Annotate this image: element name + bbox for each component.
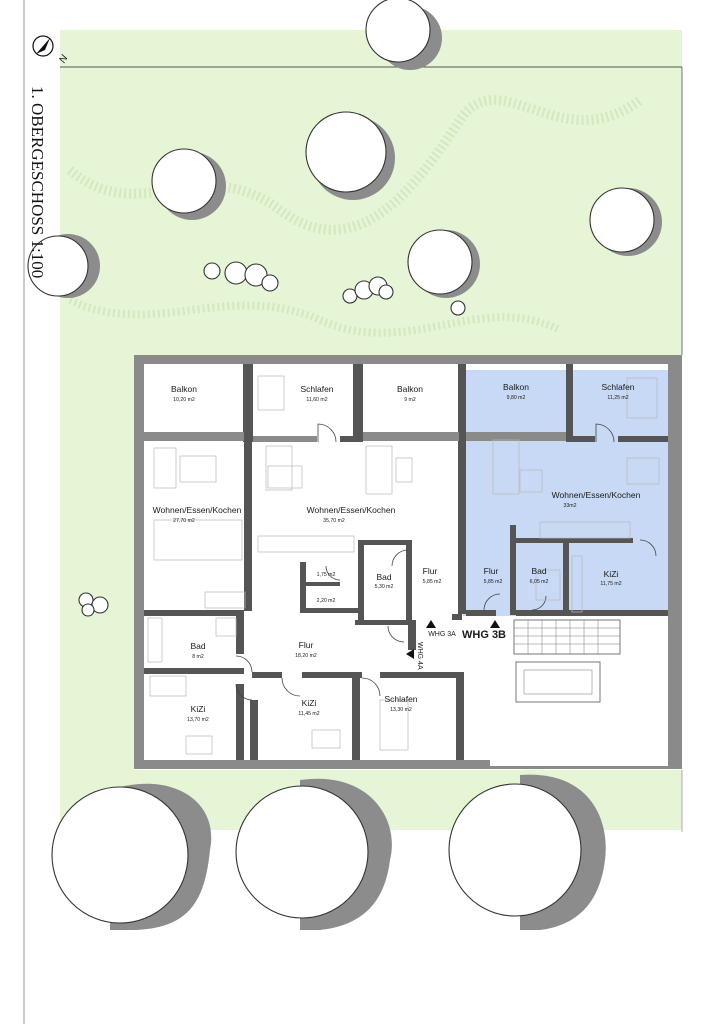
room-name: KiZi <box>604 569 619 579</box>
outer-wall-top <box>134 355 682 364</box>
room-name: Bad <box>531 566 546 576</box>
wall <box>358 540 364 620</box>
wall <box>566 364 573 442</box>
wall <box>244 441 252 611</box>
wall <box>243 364 253 442</box>
room-name: Schlafen <box>601 382 634 392</box>
wall <box>300 582 340 586</box>
room-area: 35,70 m2 <box>323 518 345 524</box>
room-name: Wohnen/Essen/Kochen <box>307 505 396 515</box>
wall <box>355 620 410 625</box>
wall <box>358 540 410 545</box>
room-area: 9,80 m2 <box>507 395 526 401</box>
room-name: Wohnen/Essen/Kochen <box>552 490 641 500</box>
room-area: 27,70 m2 <box>173 518 195 524</box>
door-swings <box>235 423 657 701</box>
room-area: 18,20 m2 <box>295 653 317 659</box>
outer-wall-bottom <box>134 760 490 769</box>
room-name: Flur <box>299 640 314 650</box>
room-area: 5,85 m2 <box>423 579 442 585</box>
entrance-label-3a: WHG 3A <box>428 631 456 638</box>
entrance-label-4a: WHG 4A <box>416 642 423 670</box>
room-name: Flur <box>423 566 438 576</box>
wall <box>352 672 360 760</box>
wall <box>144 610 244 616</box>
wall <box>406 540 412 620</box>
room-name: Bad <box>376 572 391 582</box>
room-labels: Balkon 10,20 m2 Schlafen 11,60 m2 Balkon… <box>153 382 641 723</box>
wall <box>144 668 244 674</box>
room-area: 2,20 m2 <box>317 598 336 604</box>
room-area: 5,85 m2 <box>484 579 503 585</box>
room-name: Balkon <box>171 384 197 394</box>
room-name: Bad <box>190 641 205 651</box>
wall <box>618 436 668 442</box>
room-name: KiZi <box>191 704 206 714</box>
room-area: 13,30 m2 <box>390 707 412 713</box>
entrance-arrow-3a <box>426 620 436 628</box>
room-area: 11,75 m2 <box>600 581 621 587</box>
room-area: 11,60 m2 <box>306 397 327 403</box>
wall <box>573 436 595 442</box>
plan-title: 1. OBERGESCHOSS 1:100 <box>28 86 47 278</box>
wall <box>300 562 306 612</box>
room-area: 1,75 m2 <box>317 572 336 578</box>
outer-wall-left <box>134 355 144 769</box>
wall <box>380 672 458 678</box>
room-name: KiZi <box>302 698 317 708</box>
wall <box>363 432 459 441</box>
wall <box>300 608 358 613</box>
room-area: 9 m2 <box>404 397 416 403</box>
wall <box>466 432 566 441</box>
wall <box>516 610 668 616</box>
wall <box>340 436 354 442</box>
wall <box>452 614 462 620</box>
wall <box>510 538 565 543</box>
room-area: 11,25 m2 <box>607 395 628 401</box>
room-area: 13,70 m2 <box>187 717 209 723</box>
entrance-label-3b: WHG 3B <box>462 629 506 641</box>
room-name: Balkon <box>397 384 423 394</box>
wall <box>458 364 466 614</box>
room-area: 6,05 m2 <box>530 579 549 585</box>
wall <box>466 610 496 616</box>
outer-wall-right <box>668 355 682 769</box>
room-name: Schlafen <box>300 384 333 394</box>
entrance-arrow-3b <box>490 620 500 628</box>
north-arrow <box>32 35 54 57</box>
staircase <box>513 619 621 703</box>
room-area: 8 m2 <box>192 654 204 660</box>
wall <box>250 700 258 760</box>
wall <box>236 684 244 760</box>
wall <box>252 672 282 678</box>
wall <box>253 436 317 442</box>
room-name: Schlafen <box>384 694 417 704</box>
room-area: 5,30 m2 <box>375 584 394 590</box>
wall <box>569 538 633 543</box>
wall <box>456 672 464 760</box>
wall <box>144 432 244 441</box>
wall <box>353 364 363 442</box>
wall <box>563 538 569 616</box>
outer-wall-bottom-right <box>490 766 682 769</box>
room-area: 11,45 m2 <box>298 711 319 717</box>
room-area: 10,20 m2 <box>173 397 195 403</box>
furniture <box>147 375 660 755</box>
wall <box>510 525 516 615</box>
entrance-arrow-4a <box>406 649 414 659</box>
apartment-3b-balkon-highlight <box>463 370 570 440</box>
room-name: Balkon <box>503 382 529 392</box>
garden-path <box>66 95 643 235</box>
room-name: Flur <box>484 566 499 576</box>
tree-group <box>27 0 662 930</box>
wall <box>236 616 244 654</box>
room-name: Wohnen/Essen/Kochen <box>153 505 242 515</box>
room-area: 33m2 <box>564 503 577 509</box>
wall <box>302 672 362 678</box>
wall <box>408 620 416 650</box>
